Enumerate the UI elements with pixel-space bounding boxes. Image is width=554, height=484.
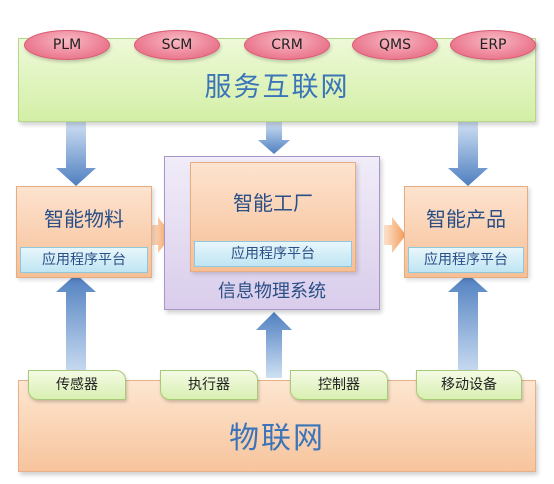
device-tab-mobile: 移动设备 [416,370,522,400]
smart-product-platform: 应用程序平台 [408,247,524,273]
down-arrow-center [258,122,290,154]
smart-product-label: 智能产品 [426,207,506,231]
smart-material-platform: 应用程序平台 [20,247,148,273]
system-pill-qms: QMS [352,30,438,60]
service-internet-title: 服务互联网 [204,72,350,103]
right-arrow-left [150,217,172,253]
down-arrow-left [56,122,96,186]
system-pill-crm: CRM [244,30,330,60]
down-arrow-right [448,122,488,186]
device-tab-sensor: 传感器 [28,370,126,400]
smart-factory-platform: 应用程序平台 [194,241,352,267]
smart-material-label: 智能物料 [44,207,124,231]
cps-title: 信息物理系统 [218,281,326,302]
system-pill-plm: PLM [24,30,110,60]
smart-factory-box: 智能工厂 应用程序平台 [190,162,356,272]
up-arrow-right [448,274,488,378]
device-tab-actuator: 执行器 [160,370,258,400]
right-arrow-right [384,217,406,253]
iot-title: 物联网 [229,421,325,456]
device-tab-controller: 控制器 [290,370,388,400]
smart-material-box: 智能物料 应用程序平台 [16,186,152,278]
up-arrow-center [256,312,292,378]
up-arrow-left [56,274,96,378]
system-pill-scm: SCM [134,30,220,60]
system-pill-erp: ERP [450,30,536,60]
smart-product-box: 智能产品 应用程序平台 [404,186,528,278]
smart-factory-label: 智能工厂 [233,191,313,215]
